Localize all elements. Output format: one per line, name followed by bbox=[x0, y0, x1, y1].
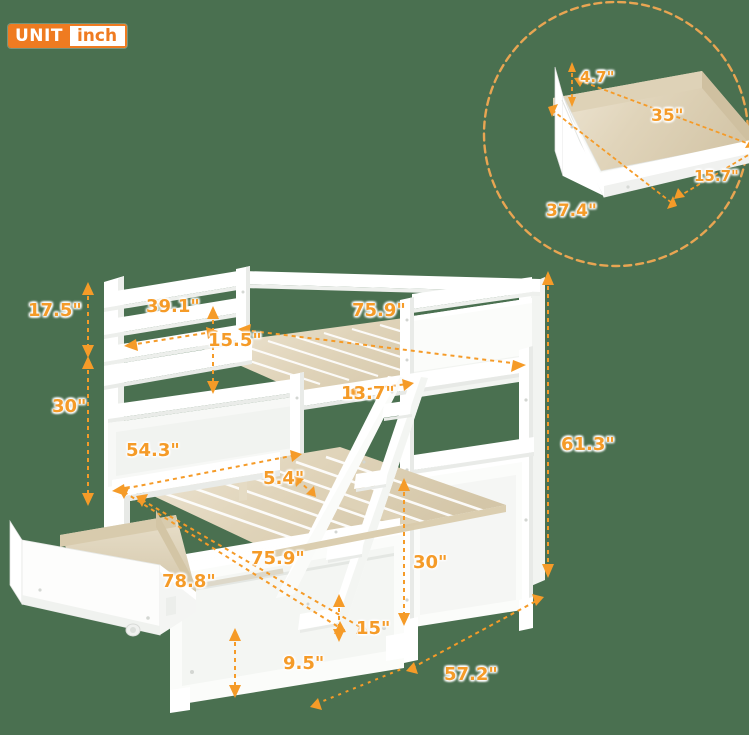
dimension-arrows bbox=[82, 271, 554, 710]
ladder bbox=[276, 376, 428, 633]
unit-badge-value: inch bbox=[69, 24, 128, 48]
inset-dimension-arrows bbox=[548, 62, 749, 209]
inset-drawer-illustration bbox=[553, 66, 749, 198]
unit-badge: UNIT inch bbox=[8, 24, 128, 48]
unit-badge-label: UNIT bbox=[8, 24, 70, 48]
bunk-bed-illustration bbox=[9, 266, 545, 713]
open-storage-drawer bbox=[9, 510, 196, 637]
